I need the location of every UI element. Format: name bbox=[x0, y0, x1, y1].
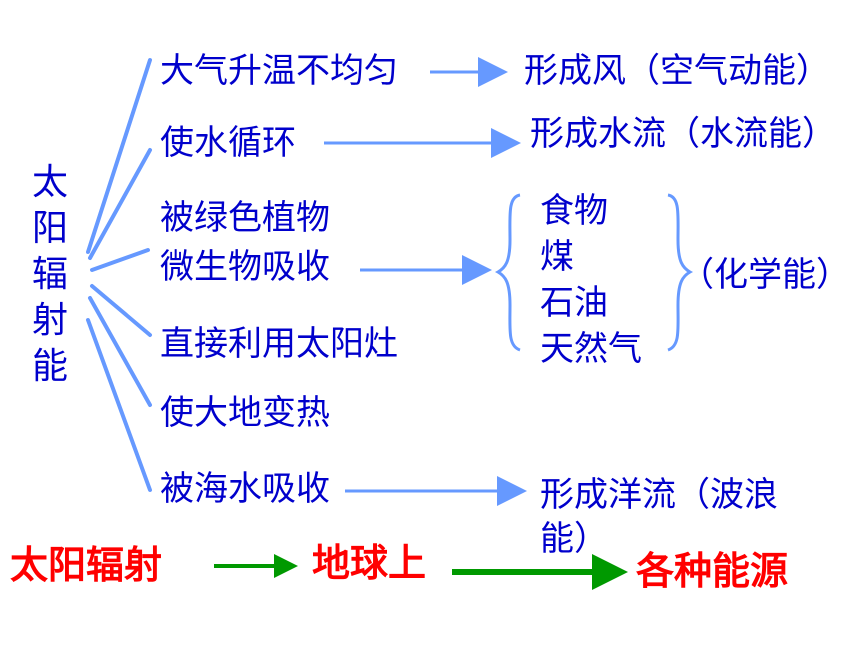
branch-microbe-absorb: 微生物吸收 bbox=[160, 247, 330, 287]
source-label-char: 能 bbox=[31, 346, 68, 387]
result-wind: 形成风（空气动能） bbox=[524, 51, 830, 91]
fuel-item: 石油 bbox=[540, 283, 608, 323]
source-label: 太 阳 辐 射 能 bbox=[30, 160, 70, 390]
branch-solar-cooker: 直接利用太阳灶 bbox=[160, 324, 398, 364]
branch-sea-absorb: 被海水吸收 bbox=[160, 469, 330, 509]
bottom-solar-radiation: 太阳辐射 bbox=[10, 543, 163, 587]
result-fuels: 食物 煤 石油 天然气 bbox=[540, 188, 642, 372]
fuel-item: 天然气 bbox=[540, 329, 642, 369]
source-label-char: 辐 bbox=[31, 254, 68, 295]
branch-line-3 bbox=[90, 248, 150, 272]
source-label-char: 阳 bbox=[31, 208, 68, 249]
branch-uneven-heating: 大气升温不均匀 bbox=[160, 51, 398, 91]
branch-line-6 bbox=[86, 318, 152, 492]
result-ocean-current-line2: 能） bbox=[540, 519, 608, 559]
branch-heat-ground: 使大地变热 bbox=[160, 393, 330, 433]
branch-line-1 bbox=[86, 58, 152, 254]
bottom-on-earth: 地球上 bbox=[312, 541, 427, 585]
branch-line-2 bbox=[88, 148, 152, 260]
bottom-energy-sources: 各种能源 bbox=[636, 549, 789, 593]
fuel-item: 煤 bbox=[540, 237, 574, 277]
branch-water-cycle: 使水循环 bbox=[160, 123, 296, 163]
source-label-char: 射 bbox=[31, 300, 68, 341]
branch-line-5 bbox=[88, 296, 152, 407]
result-ocean-current-line1: 形成洋流（波浪 bbox=[540, 475, 778, 515]
branch-line-4 bbox=[90, 284, 152, 337]
branch-green-plants: 被绿色植物 bbox=[160, 198, 330, 238]
left-brace bbox=[494, 193, 521, 352]
result-chemical-energy: （化学能） bbox=[680, 255, 850, 295]
source-label-char: 太 bbox=[31, 162, 68, 203]
right-brace bbox=[667, 193, 694, 352]
result-waterflow: 形成水流（水流能） bbox=[530, 114, 836, 154]
fuel-item: 食物 bbox=[540, 191, 608, 231]
